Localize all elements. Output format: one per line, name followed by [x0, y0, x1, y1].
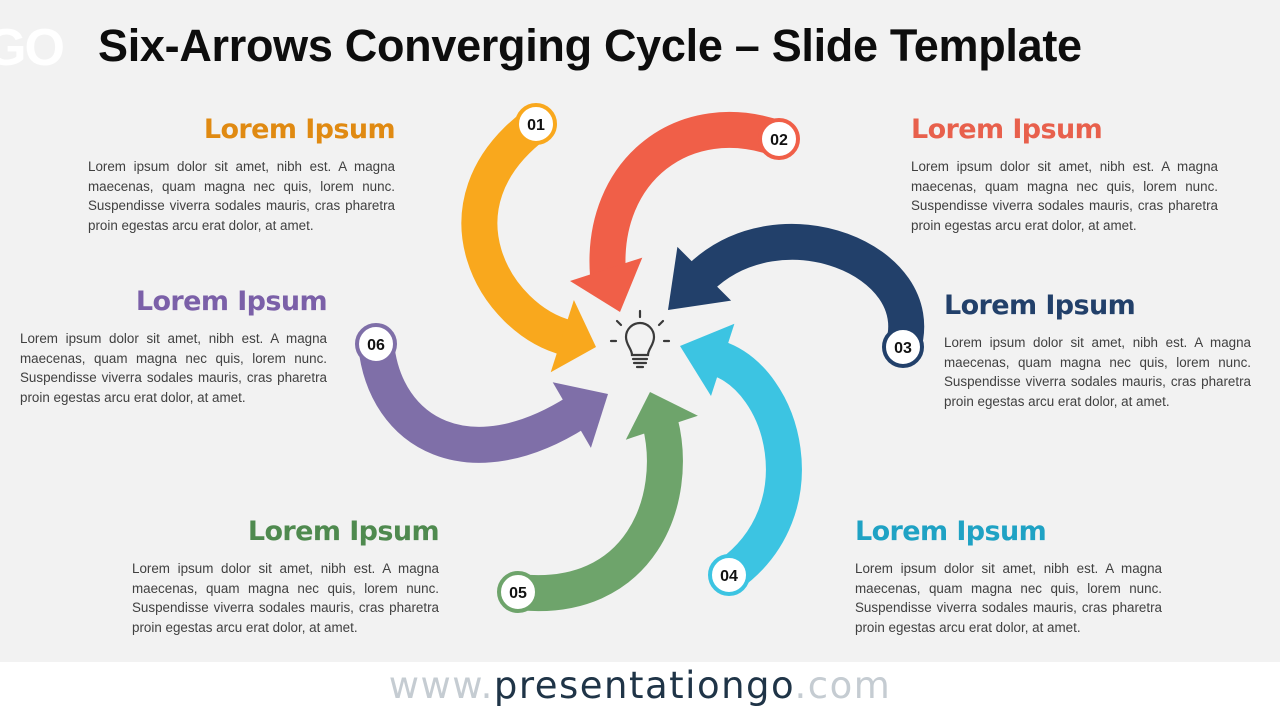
arrow-06-head — [552, 382, 608, 448]
badge-circle-06 — [355, 323, 397, 365]
arrow-02-band — [589, 111, 786, 277]
step-04-heading: Lorem Ipsum — [855, 516, 1047, 547]
arrow-04-head — [680, 323, 735, 396]
step-badge-06: 06 — [355, 323, 397, 365]
step-06-description: Lorem ipsum dolor sit amet, nibh est. A … — [20, 331, 327, 405]
footer-bar — [0, 662, 1280, 720]
arrow-03-band — [687, 224, 925, 353]
step-02-heading: Lorem Ipsum — [911, 114, 1103, 145]
brand-logo-fragment: GO — [0, 19, 65, 77]
arrow-01-band — [461, 109, 574, 356]
step-05-heading: Lorem Ipsum — [247, 516, 440, 547]
step-03-description: Lorem ipsum dolor sit amet, nibh est. A … — [944, 335, 1251, 409]
arrow-02-head — [570, 257, 643, 312]
step-03-heading: Lorem Ipsum — [944, 290, 1136, 321]
step-badge-03: 03 — [882, 326, 924, 368]
arrow-05-band — [516, 417, 683, 612]
step-04-text: Lorem Ipsum Lorem ipsum dolor sit amet, … — [855, 516, 1162, 637]
badge-circle-03 — [882, 326, 924, 368]
slide-title: Six-Arrows Converging Cycle – Slide Temp… — [98, 20, 1082, 71]
step-05-description: Lorem ipsum dolor sit amet, nibh est. A … — [132, 561, 439, 635]
url-brand: presentationgo — [493, 664, 795, 707]
step-badge-01: 01 — [515, 103, 557, 145]
step-06-heading: Lorem Ipsum — [135, 286, 328, 317]
badges-layer: 01 02 03 04 05 06 — [355, 103, 924, 613]
arrow-03-head — [668, 246, 732, 310]
badge-number-04: 04 — [720, 568, 738, 585]
badge-number-05: 05 — [509, 585, 527, 602]
step-06-text: Lorem Ipsum Lorem ipsum dolor sit amet, … — [20, 286, 328, 407]
badge-circle-04 — [708, 554, 750, 596]
badge-circle-01 — [515, 103, 557, 145]
arrow-04-band — [710, 340, 802, 590]
step-badge-05: 05 — [497, 571, 539, 613]
arrow-06-band — [358, 341, 587, 463]
arrow-05-head — [625, 392, 698, 440]
step-02-description: Lorem ipsum dolor sit amet, nibh est. A … — [911, 159, 1218, 233]
arrows-layer — [358, 109, 925, 612]
badge-number-03: 03 — [894, 340, 912, 357]
step-01-text: Lorem Ipsum Lorem ipsum dolor sit amet, … — [88, 114, 396, 235]
step-01-description: Lorem ipsum dolor sit amet, nibh est. A … — [88, 159, 395, 233]
badge-number-01: 01 — [527, 117, 545, 134]
badge-circle-05 — [497, 571, 539, 613]
step-02-text: Lorem Ipsum Lorem ipsum dolor sit amet, … — [911, 114, 1218, 235]
step-01-heading: Lorem Ipsum — [203, 114, 396, 145]
step-05-text: Lorem Ipsum Lorem ipsum dolor sit amet, … — [132, 516, 440, 637]
badge-circle-02 — [758, 118, 800, 160]
url-suffix: .com — [794, 664, 892, 707]
step-badge-04: 04 — [708, 554, 750, 596]
url-prefix: www. — [388, 664, 494, 707]
badge-number-02: 02 — [770, 132, 788, 149]
step-03-text: Lorem Ipsum Lorem ipsum dolor sit amet, … — [944, 290, 1251, 411]
arrow-01-head — [550, 300, 596, 373]
step-badge-02: 02 — [758, 118, 800, 160]
badge-number-06: 06 — [367, 337, 385, 354]
step-04-description: Lorem ipsum dolor sit amet, nibh est. A … — [855, 561, 1162, 635]
lightbulb-icon — [609, 309, 671, 369]
footer-website-link[interactable]: www.presentationgo.com — [0, 664, 1280, 707]
